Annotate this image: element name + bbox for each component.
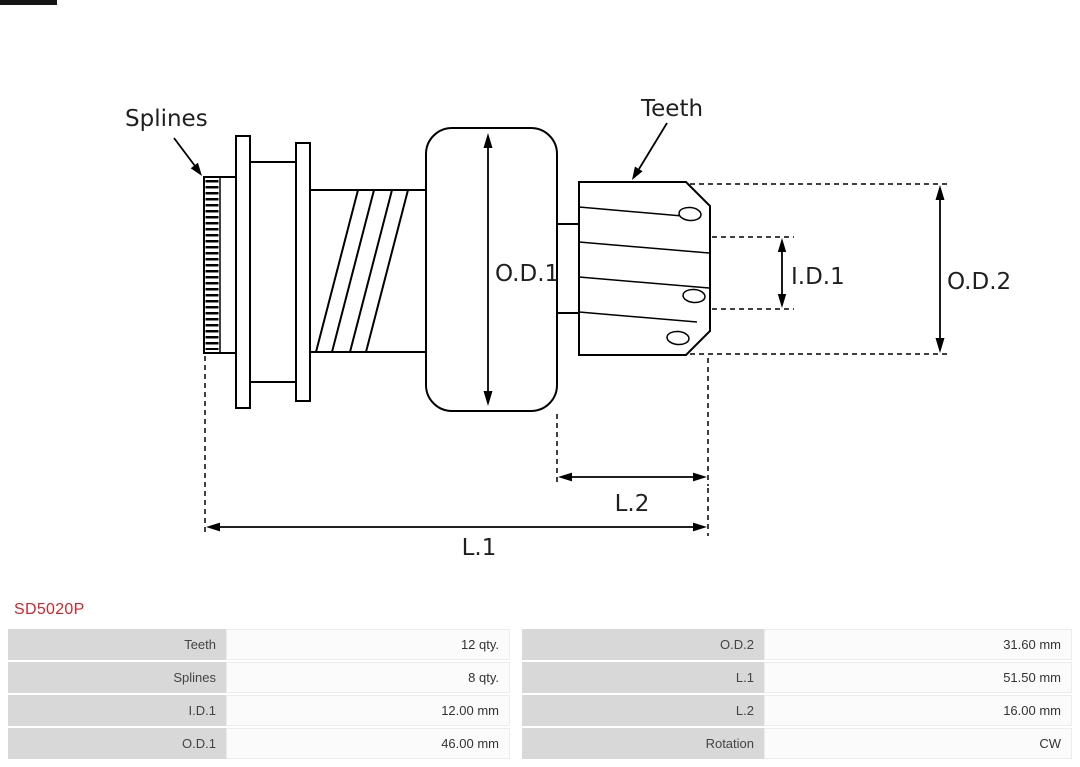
- label-l1: L.1: [462, 535, 497, 561]
- flange-rear: [295, 142, 311, 402]
- splines-leader-arrow: [173, 137, 202, 176]
- teeth-leader-arrow: [632, 122, 668, 180]
- clutch-spring-bar: [314, 189, 376, 353]
- label-splines: Splines: [125, 106, 208, 132]
- label-teeth: Teeth: [640, 96, 703, 122]
- label-od1: O.D.1: [495, 261, 559, 287]
- diagram-labels: Splines Teeth O.D.1 I.D.1 O.D.2 L.2 L.1: [125, 96, 1011, 561]
- dimension-od2: [935, 185, 945, 353]
- dimension-l2: [558, 472, 707, 482]
- spec-value: 12 qty.: [226, 629, 510, 660]
- dimension-l1: [206, 522, 707, 532]
- spline-hatch: [205, 177, 221, 353]
- spec-table: Teeth 12 qty. O.D.2 31.60 mm Splines 8 q…: [8, 629, 1072, 759]
- clutch-spring-bar: [348, 189, 410, 353]
- column-spacer: [510, 629, 522, 660]
- hub: [249, 161, 297, 383]
- column-spacer: [510, 728, 522, 759]
- extension-lines: [204, 183, 948, 536]
- label-l2: L.2: [615, 491, 650, 517]
- spec-value: 31.60 mm: [764, 629, 1072, 660]
- dimension-od1: [483, 133, 493, 406]
- pinion-gear: [578, 181, 711, 356]
- spec-label: L.1: [522, 662, 764, 693]
- label-od2: O.D.2: [947, 269, 1011, 295]
- technical-drawing: Splines Teeth O.D.1 I.D.1 O.D.2 L.2 L.1: [125, 96, 1011, 561]
- spec-value: 12.00 mm: [226, 695, 510, 726]
- dimension-arrows: [173, 122, 945, 532]
- spec-value: 16.00 mm: [764, 695, 1072, 726]
- column-spacer: [510, 695, 522, 726]
- spec-label: I.D.1: [8, 695, 226, 726]
- spec-label: O.D.2: [522, 629, 764, 660]
- label-id1: I.D.1: [791, 264, 845, 290]
- spec-label: Teeth: [8, 629, 226, 660]
- dimension-id1: [777, 238, 787, 308]
- flange-front: [235, 135, 251, 409]
- clutch-housing: [425, 127, 558, 412]
- column-spacer: [510, 662, 522, 693]
- spec-value: CW: [764, 728, 1072, 759]
- part-number: SD5020P: [14, 601, 85, 618]
- gear-teeth: [578, 206, 710, 346]
- part-body: [203, 127, 711, 412]
- spec-value: 51.50 mm: [764, 662, 1072, 693]
- spec-value: 46.00 mm: [226, 728, 510, 759]
- logo-fragment: [0, 0, 57, 5]
- spec-label: Rotation: [522, 728, 764, 759]
- spec-value: 8 qty.: [226, 662, 510, 693]
- spec-label: L.2: [522, 695, 764, 726]
- step-shaft: [556, 223, 580, 314]
- starter-drive-diagram: Splines Teeth O.D.1 I.D.1 O.D.2 L.2 L.1: [125, 96, 1011, 561]
- spec-label: O.D.1: [8, 728, 226, 759]
- spec-label: Splines: [8, 662, 226, 693]
